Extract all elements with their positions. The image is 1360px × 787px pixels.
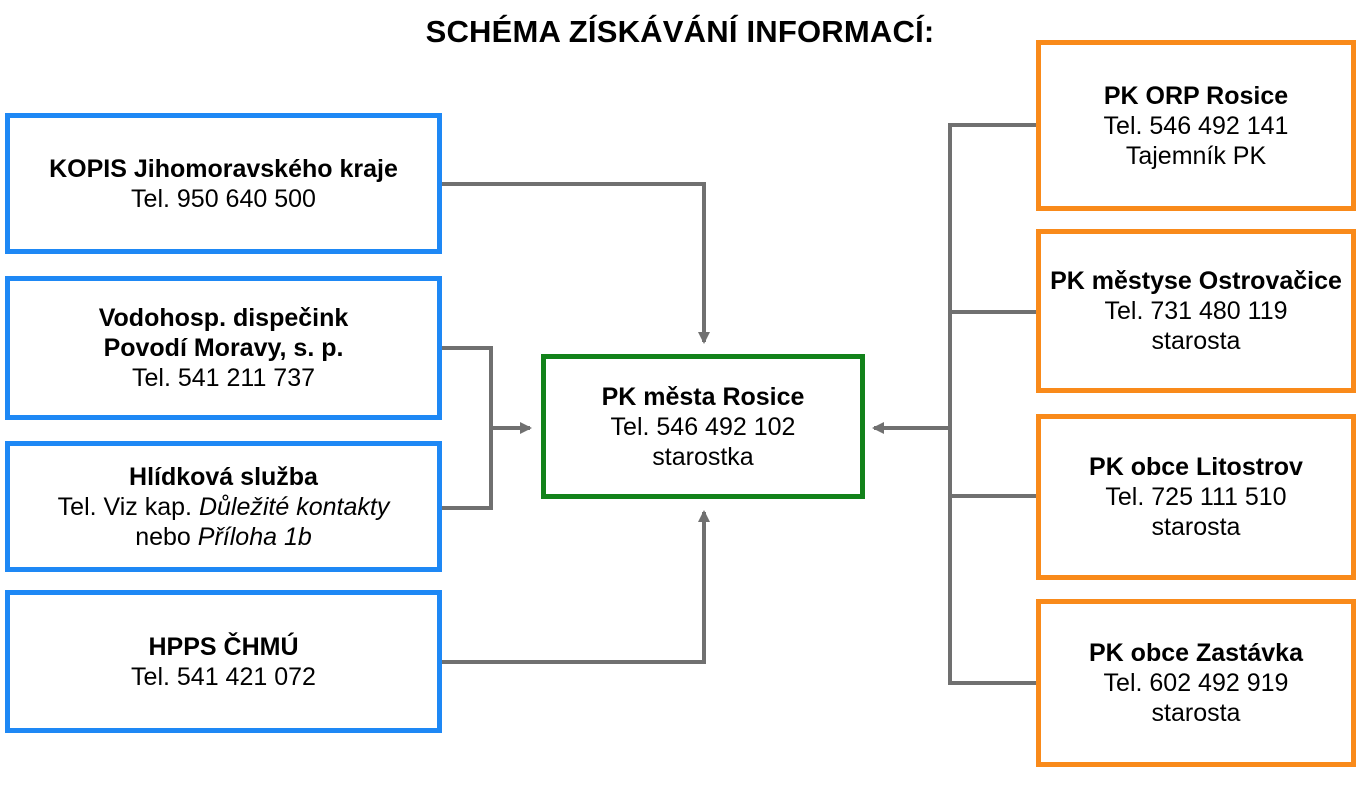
target-role: Tajemník PK [1125,141,1267,170]
target-tel: Tel. 725 111 510 [1105,483,1287,511]
connector-hpps [441,510,710,664]
source-tel: Tel. 950 640 500 [131,184,316,213]
target-box-orp-rosice: PK ORP Rosice Tel. 546 492 141 Tajemník … [1036,40,1356,211]
target-box-zastavka: PK obce Zastávka Tel. 602 492 919 staros… [1036,599,1356,767]
source-name-line1: Vodohosp. dispečink [98,304,349,332]
source-tel: Tel. 541 211 737 [131,364,316,392]
target-role: starosta [1151,513,1241,541]
source-tel-prefix: Tel. Viz kap. [57,492,192,521]
target-tel: Tel. 731 480 119 [1104,297,1288,325]
target-tel: Tel. 602 492 919 [1103,669,1289,697]
source-alt-prefix: nebo [135,522,191,551]
source-alt-line: nebo Příloha 1b [135,522,312,552]
source-tel-reference: Důležité kontakty [198,492,390,521]
target-name: PK obce Zastávka [1089,639,1303,667]
source-box-vodohosp: Vodohosp. dispečink Povodí Moravy, s. p.… [5,276,442,420]
target-box-litostrov: PK obce Litostrov Tel. 725 111 510 staro… [1036,414,1356,580]
source-tel-line: Tel. Viz kap. Důležité kontakty [58,492,390,522]
source-alt-reference: Příloha 1b [197,522,312,551]
target-name: PK ORP Rosice [1103,81,1289,110]
connector-right-bus [948,123,1037,685]
target-role: starosta [1151,699,1241,727]
target-tel: Tel. 546 492 141 [1103,111,1289,140]
source-box-kopis: KOPIS Jihomoravského kraje Tel. 950 640 … [5,113,442,254]
center-tel: Tel. 546 492 102 [610,412,796,441]
source-tel: Tel. 541 421 072 [131,662,316,691]
source-name-line2: Povodí Moravy, s. p. [103,334,344,362]
target-box-ostrovacice: PK městyse Ostrovačice Tel. 731 480 119 … [1036,229,1356,393]
target-name: PK městyse Ostrovačice [1050,267,1342,295]
center-role: starostka [652,442,754,471]
center-name: PK města Rosice [601,382,805,411]
source-box-hpps: HPPS ČHMÚ Tel. 541 421 072 [5,590,442,733]
target-name: PK obce Litostrov [1089,453,1303,481]
diagram-title: SCHÉMA ZÍSKÁVÁNÍ INFORMACÍ: [425,14,935,49]
source-name: HPPS ČHMÚ [148,632,299,661]
source-name: Hlídková služba [129,462,318,491]
connector-vodohosp [441,346,493,510]
connector-kopis [441,182,710,344]
target-role: starosta [1151,327,1241,355]
source-name: KOPIS Jihomoravského kraje [49,154,398,183]
source-box-hlidkova: Hlídková služba Tel. Viz kap. Důležité k… [5,441,442,572]
center-box: PK města Rosice Tel. 546 492 102 starost… [541,354,865,499]
